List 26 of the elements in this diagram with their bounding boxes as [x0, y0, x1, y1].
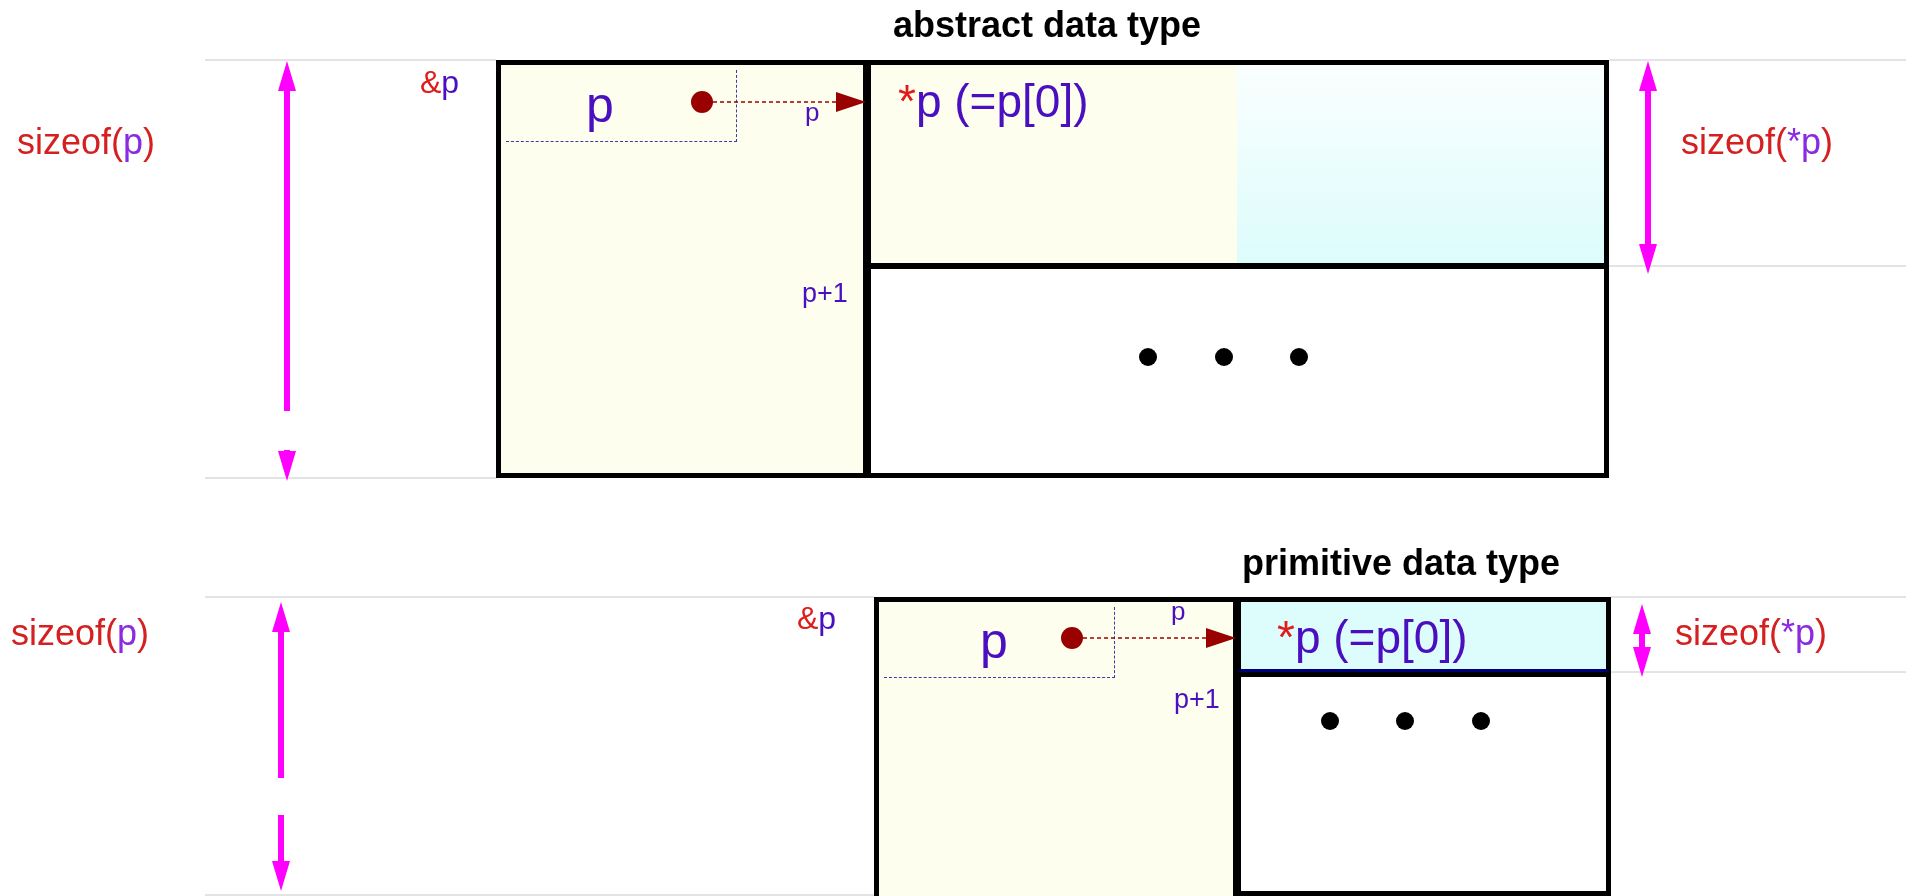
cell-label: *p (=p[0]): [898, 75, 1089, 128]
edge-label: p: [1171, 598, 1186, 624]
size-label: sizeof(p): [17, 121, 156, 163]
cell-label: p: [980, 613, 1008, 671]
address-label: p+1: [1174, 684, 1220, 716]
size-label: sizeof(*p): [1681, 121, 1834, 163]
pointer-dot: [691, 91, 713, 113]
pointer-memory-block: [874, 597, 1238, 896]
pointer-variable-cell: [506, 70, 737, 142]
pointer-variable-cell: [884, 607, 1115, 678]
pointer-arrow: [712, 92, 867, 112]
size-label: sizeof(*p): [1675, 612, 1828, 654]
address-label: p+1: [802, 278, 848, 310]
memory-cell: [1236, 597, 1611, 674]
size-label: sizeof(p): [11, 612, 150, 654]
pointer-memory-block: [496, 60, 868, 478]
diagram-heading: abstract data type: [893, 4, 1202, 46]
pointer-dot: [1061, 627, 1083, 649]
edge-label: p: [805, 99, 820, 125]
memory-block: [1236, 672, 1611, 896]
diagram-heading: primitive data type: [1242, 542, 1561, 584]
pointer-arrow: [1082, 628, 1237, 648]
address-label: &p: [420, 64, 460, 101]
cell-label: p: [586, 76, 614, 135]
cell-label: *p (=p[0]): [1277, 611, 1468, 664]
address-label: &p: [797, 600, 837, 637]
